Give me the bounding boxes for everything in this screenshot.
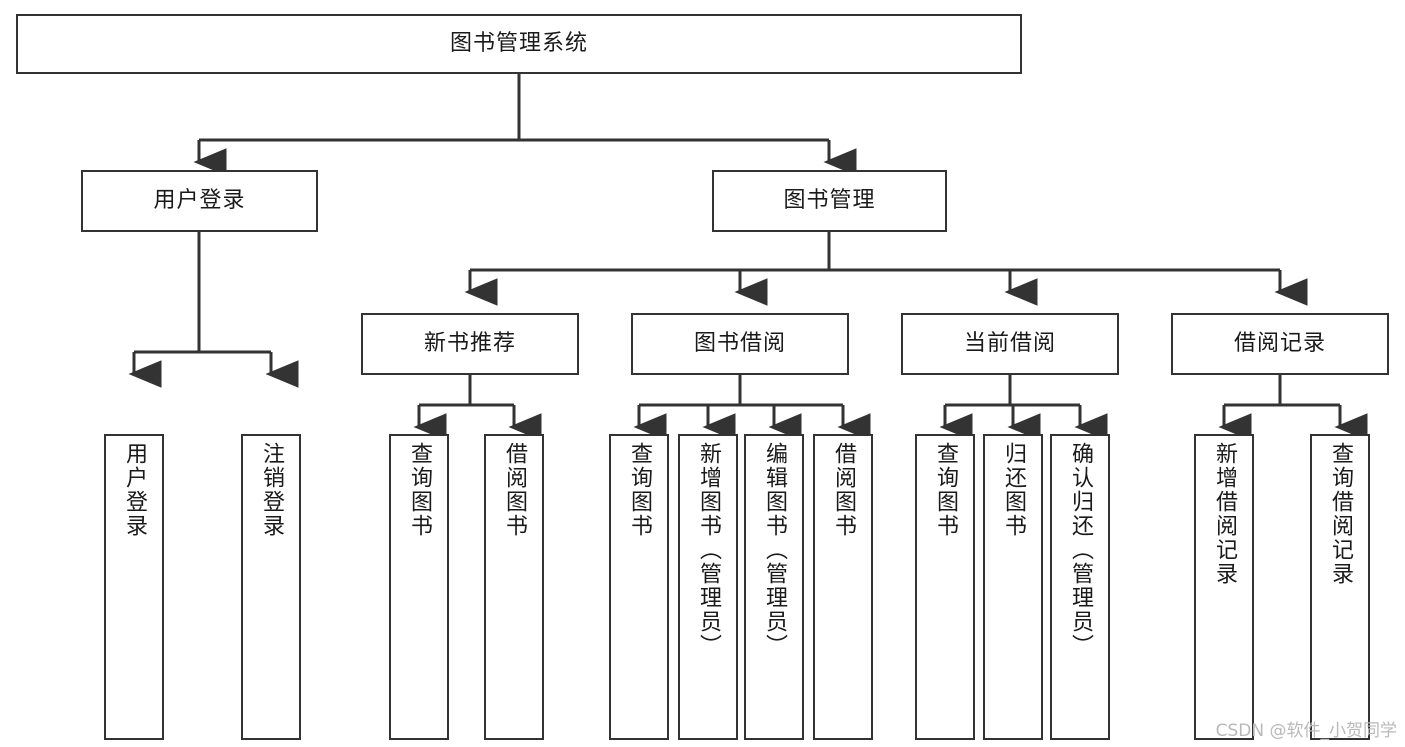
node-borrow-record-label: 借阅记录: [1233, 330, 1326, 356]
node-leaf-edit-book-label: 编辑图书（管理员）: [762, 442, 787, 658]
node-new-book-rec[interactable]: 新书推荐: [361, 313, 579, 375]
node-leaf-query-book-1-label: 查询图书: [407, 442, 432, 538]
node-user-login[interactable]: 用户登录: [81, 170, 318, 232]
node-leaf-borrow-book-1-label: 借阅图书: [502, 442, 527, 538]
node-current-borrow-label: 当前借阅: [963, 330, 1056, 356]
node-leaf-add-record[interactable]: 新增借阅记录: [1194, 434, 1254, 740]
node-leaf-query-book-2[interactable]: 查询图书: [609, 434, 669, 740]
node-leaf-borrow-book-2[interactable]: 借阅图书: [813, 434, 873, 740]
node-leaf-query-record[interactable]: 查询借阅记录: [1310, 434, 1370, 740]
watermark: CSDN @软件_小贺同学: [1215, 721, 1397, 741]
node-leaf-add-record-label: 新增借阅记录: [1212, 442, 1237, 586]
node-leaf-query-book-3[interactable]: 查询图书: [915, 434, 975, 740]
node-root[interactable]: 图书管理系统: [16, 14, 1022, 74]
node-borrow-record[interactable]: 借阅记录: [1171, 313, 1389, 375]
node-leaf-logout[interactable]: 注销登录: [241, 434, 301, 740]
node-book-borrow-label: 图书借阅: [693, 330, 786, 356]
node-leaf-query-book-3-label: 查询图书: [933, 442, 958, 538]
node-leaf-confirm-return-label: 确认归还（管理员）: [1068, 442, 1093, 658]
node-leaf-borrow-book-2-label: 借阅图书: [831, 442, 856, 538]
node-leaf-edit-book[interactable]: 编辑图书（管理员）: [744, 434, 804, 740]
node-root-label: 图书管理系统: [449, 30, 588, 56]
node-leaf-logout-label: 注销登录: [259, 442, 284, 538]
node-current-borrow[interactable]: 当前借阅: [901, 313, 1119, 375]
node-leaf-user-login-label: 用户登录: [122, 442, 147, 538]
node-book-manage[interactable]: 图书管理: [712, 170, 947, 232]
node-leaf-query-book-2-label: 查询图书: [627, 442, 652, 538]
node-book-manage-label: 图书管理: [783, 187, 876, 213]
node-new-book-rec-label: 新书推荐: [423, 330, 516, 356]
node-leaf-return-book[interactable]: 归还图书: [983, 434, 1043, 740]
node-user-login-label: 用户登录: [153, 187, 246, 213]
node-leaf-query-book-1[interactable]: 查询图书: [389, 434, 449, 740]
node-leaf-add-book-label: 新增图书（管理员）: [696, 442, 721, 658]
node-book-borrow[interactable]: 图书借阅: [631, 313, 849, 375]
node-leaf-user-login[interactable]: 用户登录: [104, 434, 164, 740]
node-leaf-query-record-label: 查询借阅记录: [1328, 442, 1353, 586]
node-leaf-confirm-return[interactable]: 确认归还（管理员）: [1050, 434, 1110, 740]
node-leaf-return-book-label: 归还图书: [1001, 442, 1026, 538]
node-leaf-add-book[interactable]: 新增图书（管理员）: [678, 434, 738, 740]
node-leaf-borrow-book-1[interactable]: 借阅图书: [484, 434, 544, 740]
